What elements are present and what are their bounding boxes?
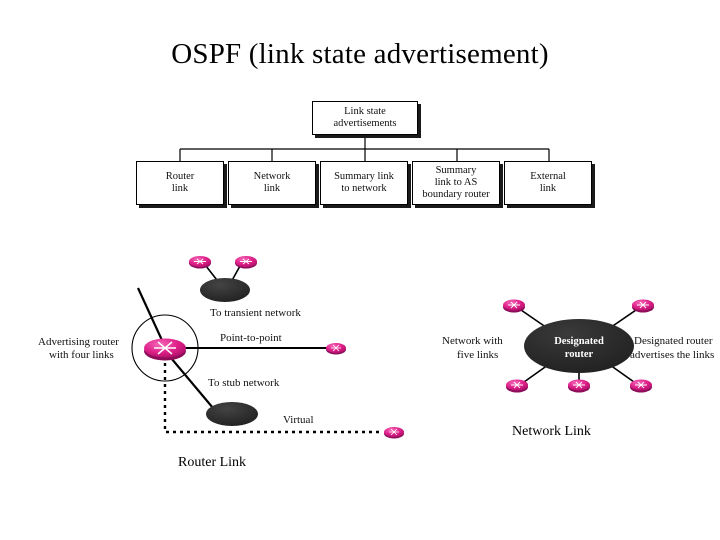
router-icon-point-to-point-peer — [326, 343, 346, 355]
transient-network-cloud — [200, 278, 250, 302]
router-icon-network-top-right — [632, 299, 654, 313]
tree-node-1-line1: Network — [253, 171, 291, 182]
tree-node-1-line2: link — [263, 183, 281, 194]
tree-node-3-line3: boundary router — [422, 189, 490, 200]
tree-node-router-link[interactable]: Router link — [136, 161, 224, 205]
router-icon-network-top-left — [503, 299, 525, 313]
advertises-links-line2: advertises the links — [630, 349, 714, 361]
tree-node-summary-link-to-as-boundary-router[interactable]: Summary link to AS boundary router — [412, 161, 500, 205]
stub-network-cloud — [206, 402, 258, 426]
advertises-links-line1: Designated router — [634, 335, 713, 347]
tree-node-summary-link-to-network[interactable]: Summary link to network — [320, 161, 408, 205]
tree-node-4-line2: link — [539, 183, 557, 194]
network-link-diagram: Designated router Network — [438, 290, 720, 400]
tree-node-3-line2: link to AS — [434, 177, 478, 188]
router-link-caption: Router Link — [178, 455, 247, 470]
network-with-five-links-line1: Network with — [442, 335, 503, 347]
tree-node-external-link[interactable]: External link — [504, 161, 592, 205]
point-to-point-label: Point-to-point — [220, 332, 282, 344]
tree-node-2-line2: to network — [341, 183, 387, 194]
router-icon-network-bottom-left — [506, 379, 528, 393]
router-link-diagram: Advertising router with four links To tr… — [28, 248, 448, 448]
tree-node-network-link[interactable]: Network link — [228, 161, 316, 205]
network-link-caption: Network Link — [512, 424, 591, 439]
tree-node-2-line1: Summary link — [334, 171, 394, 182]
tree-node-link-state-advertisements[interactable]: Link state advertisements — [312, 101, 418, 135]
router-icon-network-bottom-center — [568, 379, 590, 393]
designated-router-label-line2: router — [565, 349, 594, 360]
advertising-router-circle — [131, 314, 199, 382]
network-with-five-links-line2: five links — [457, 349, 498, 361]
page-title: OSPF (link state advertisement) — [171, 38, 549, 70]
tree-node-0-line2: link — [171, 183, 189, 194]
tree-node-0-line1: Router — [165, 171, 195, 182]
designated-router-label-line1: Designated — [554, 336, 604, 347]
tree-node-root-line1: Link state — [344, 106, 386, 117]
advertising-router-label-line2: with four links — [49, 349, 114, 361]
router-icon-transient-b — [235, 256, 257, 269]
tree-connector-lines — [179, 135, 550, 161]
router-icon-network-bottom-right — [630, 379, 652, 393]
link-to-stub-network — [165, 351, 214, 409]
tree-node-root-line2: advertisements — [333, 118, 397, 129]
tree-node-3-line1: Summary — [435, 165, 477, 176]
router-icon-advertising[interactable] — [144, 338, 186, 361]
link-virtual — [163, 356, 383, 434]
designated-router-cloud[interactable] — [524, 319, 634, 373]
advertising-router-label-line1: Advertising router — [38, 336, 119, 348]
lsa-taxonomy-diagram: Link state advertisements Router link Ne… — [130, 95, 600, 215]
to-transient-network-label: To transient network — [210, 307, 301, 319]
router-icon-virtual-peer — [384, 427, 404, 439]
virtual-label: Virtual — [283, 414, 314, 426]
router-icon-transient-a — [189, 256, 211, 269]
tree-node-4-line1: External — [530, 171, 566, 182]
to-stub-network-label: To stub network — [208, 377, 280, 389]
